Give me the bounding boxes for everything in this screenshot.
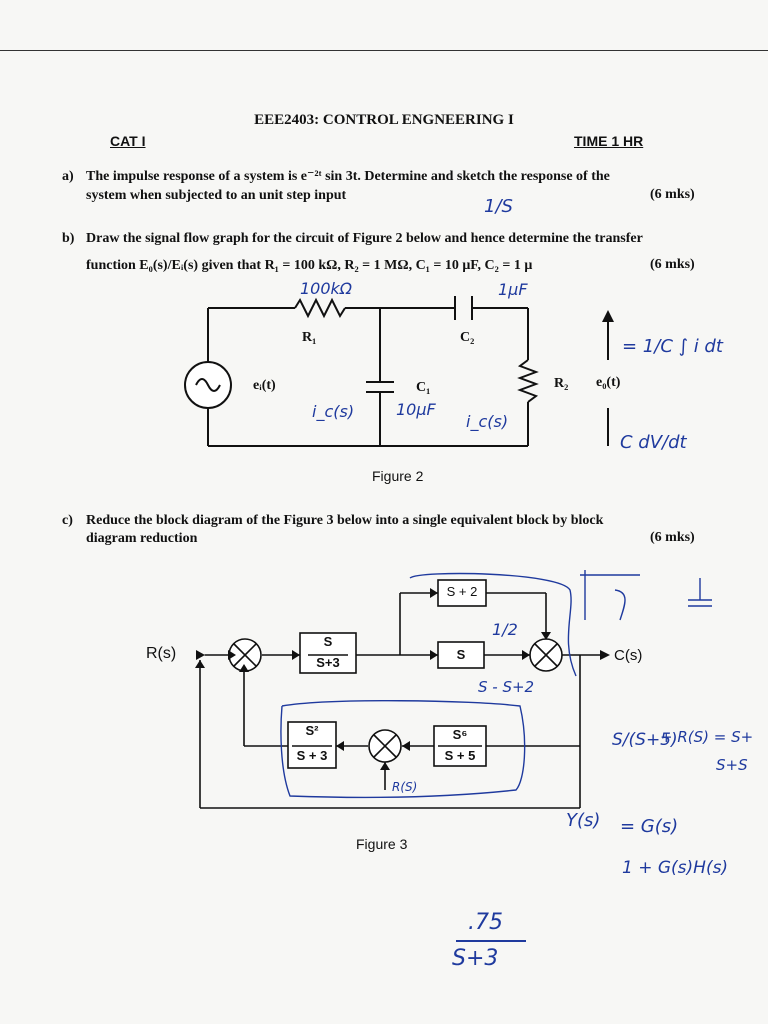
ei-label: eᵢ(t) xyxy=(253,378,276,393)
hand-ic: i_c(s) xyxy=(312,402,355,421)
question-b-label: b) xyxy=(62,231,75,246)
input-label: R(s) xyxy=(146,645,177,662)
question-a-marks: (6 mks) xyxy=(650,187,695,202)
hand-fraction-bar xyxy=(456,940,526,942)
question-c-label: c) xyxy=(62,513,73,528)
question-a-line2: system when subjected to an unit step in… xyxy=(86,188,347,203)
hand-one-half: 1/2 xyxy=(492,620,518,639)
hand-bottom-den: S+3 xyxy=(452,946,499,971)
hand-integral: = 1/C ∫ i dt xyxy=(622,336,723,357)
c1-label: C₁ xyxy=(416,380,431,395)
block3-label: S xyxy=(456,647,466,662)
hand-ys: Y(s) xyxy=(566,810,601,831)
question-c-line2: diagram reduction xyxy=(86,531,198,546)
figure-3-caption: Figure 3 xyxy=(356,836,408,852)
top-rule xyxy=(0,50,768,51)
exam-title: EEE2403: CONTROL ENGNEERING I xyxy=(254,112,514,128)
hand-one-over-s: 1/S xyxy=(484,196,513,217)
block5-denominator: S + 5 xyxy=(444,748,476,763)
hand-s-plus: S+S xyxy=(716,756,748,774)
question-a-line1: The impulse response of a system is e⁻²ᵗ… xyxy=(86,169,610,184)
block4-denominator: S + 3 xyxy=(296,748,328,763)
hand-cdv: C dV/dt xyxy=(620,432,687,453)
block1-numerator: S xyxy=(323,634,333,649)
r1-label: R₁ xyxy=(302,330,317,345)
hand-den: 1 + G(s)H(s) xyxy=(622,858,729,878)
question-c-line1: Reduce the block diagram of the Figure 3… xyxy=(86,513,604,528)
hand-s-minus: S - S+2 xyxy=(478,678,535,696)
block5-numerator: S⁶ xyxy=(452,727,468,742)
question-c-marks: (6 mks) xyxy=(650,530,695,545)
hand-bottom-num: .75 xyxy=(468,910,503,935)
hand-ic2: i_c(s) xyxy=(466,412,509,431)
block4-numerator: S² xyxy=(305,723,319,738)
hand-plus-rs: + R(S) = S+ xyxy=(660,728,754,746)
hand-frac-a: S/(S+5) xyxy=(612,730,678,750)
time-label: TIME 1 HR xyxy=(574,133,644,149)
question-b-marks: (6 mks) xyxy=(650,257,695,272)
question-a-label: a) xyxy=(62,169,74,184)
question-b-line1: Draw the signal flow graph for the circu… xyxy=(86,231,643,246)
hand-10uf: 10μF xyxy=(396,400,436,419)
question-b-line2: function E₀(s)/Eᵢ(s) given that R₁ = 100… xyxy=(86,258,533,273)
cat-label: CAT I xyxy=(110,133,146,149)
block2-label: S + 2 xyxy=(446,584,478,599)
hand-c2-value: 1μF xyxy=(498,280,528,299)
block1-denominator: S+3 xyxy=(316,655,340,670)
hand-eq: = G(s) xyxy=(620,816,679,837)
r2-label: R₂ xyxy=(554,376,569,391)
figure-2-caption: Figure 2 xyxy=(372,468,424,484)
hand-r1-value: 100kΩ xyxy=(300,279,353,298)
output-label: C(s) xyxy=(614,647,643,664)
eo-label: e₀(t) xyxy=(596,375,621,390)
c2-label: C₂ xyxy=(460,330,475,345)
hand-rs: R(S) xyxy=(392,780,418,794)
